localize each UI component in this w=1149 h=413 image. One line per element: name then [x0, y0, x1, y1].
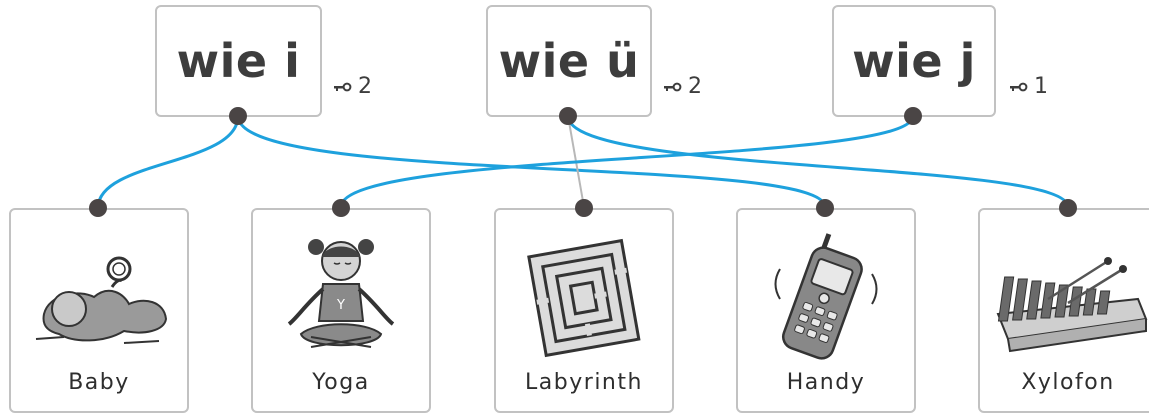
picture-label: Baby	[68, 370, 130, 395]
labyrinth-icon	[496, 224, 672, 374]
word-label: wie j	[852, 34, 976, 88]
count-label: 2	[688, 74, 702, 99]
picture-card-yoga[interactable]: Y Yoga	[251, 208, 431, 413]
line-wie-ue-labyrinth	[567, 115, 585, 208]
picture-label: Yoga	[312, 370, 370, 395]
picture-card-baby[interactable]: Baby	[9, 208, 189, 413]
word-label: wie ü	[498, 34, 640, 88]
key-count-wie-ue: 2	[664, 74, 702, 99]
connector-dot-labyrinth[interactable]	[575, 199, 593, 217]
connector-dot-handy[interactable]	[816, 199, 834, 217]
key-icon	[664, 82, 682, 91]
word-label: wie i	[176, 34, 301, 88]
key-count-wie-i: 2	[334, 74, 372, 99]
line-wie-ue-xylofon	[566, 115, 1070, 208]
mobile-phone-icon	[738, 224, 914, 374]
picture-card-xylofon[interactable]: Xylofon	[978, 208, 1149, 413]
picture-card-handy[interactable]: Handy	[736, 208, 916, 413]
baby-icon	[11, 224, 187, 374]
connector-dot-wie-ue[interactable]	[559, 107, 577, 125]
connector-dot-baby[interactable]	[89, 199, 107, 217]
picture-label: Labyrinth	[525, 370, 643, 395]
yoga-girl-icon: Y	[253, 224, 429, 374]
count-label: 1	[1034, 74, 1048, 99]
line-wie-i-handy	[236, 115, 827, 208]
key-icon	[334, 82, 352, 91]
svg-text:Y: Y	[336, 298, 345, 313]
picture-label: Handy	[786, 370, 866, 395]
xylophone-icon	[980, 224, 1149, 374]
connector-dot-yoga[interactable]	[332, 199, 350, 217]
count-label: 2	[358, 74, 372, 99]
key-count-wie-j: 1	[1010, 74, 1048, 99]
word-card-wie-ue[interactable]: wie ü	[486, 5, 652, 117]
connector-dot-xylofon[interactable]	[1059, 199, 1077, 217]
line-wie-j-yoga	[339, 115, 915, 208]
connector-dot-wie-i[interactable]	[229, 107, 247, 125]
word-card-wie-j[interactable]: wie j	[832, 5, 996, 117]
line-wie-i-baby	[96, 115, 240, 208]
picture-card-labyrinth[interactable]: Labyrinth	[494, 208, 674, 413]
connector-dot-wie-j[interactable]	[904, 107, 922, 125]
word-card-wie-i[interactable]: wie i	[155, 5, 322, 117]
key-icon	[1010, 82, 1028, 91]
picture-label: Xylofon	[1021, 370, 1115, 395]
